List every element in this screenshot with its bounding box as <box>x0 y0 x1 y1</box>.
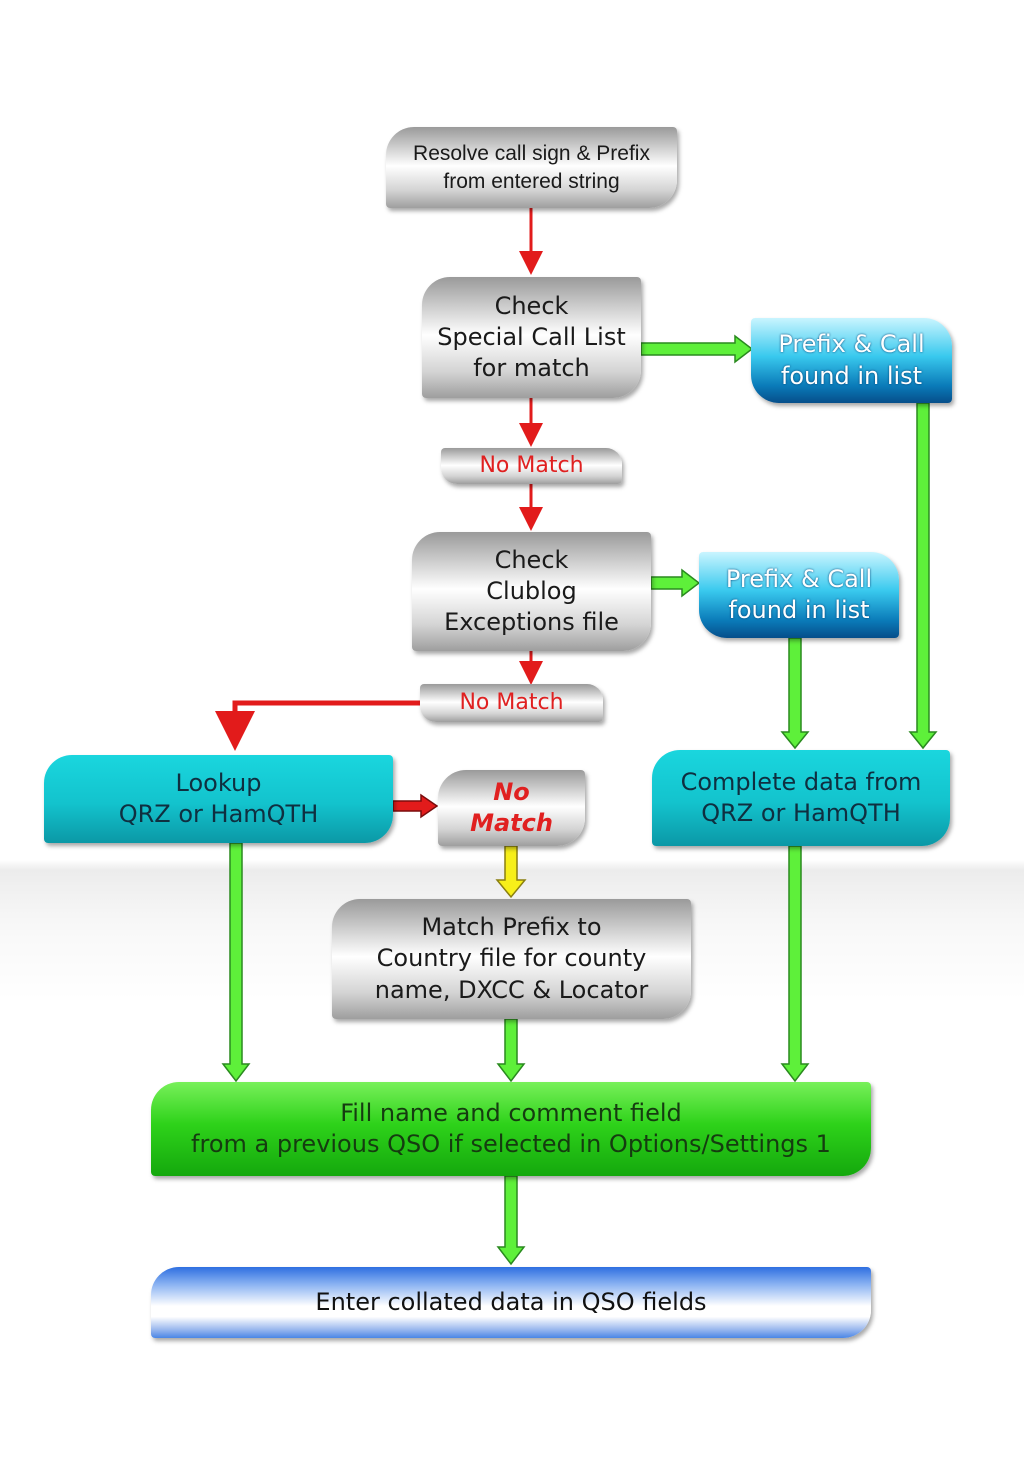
arrow-matchprefix-to-fill <box>496 1018 526 1083</box>
prefix-call-found-box-1: Prefix & Call found in list <box>751 318 952 403</box>
check-clublog-line-3: Exceptions file <box>444 608 619 637</box>
arrow-prefix2-to-complete <box>780 637 810 750</box>
complete-data-box: Complete data from QRZ or HamQTH <box>652 750 950 846</box>
no-match-label-2: No Match <box>420 684 603 722</box>
check-clublog-line-1: Check <box>494 545 569 574</box>
match-prefix-country-box: Match Prefix to Country file for county … <box>332 899 691 1019</box>
resolve-line-1: Resolve call sign & Prefix <box>413 142 650 166</box>
match-prefix-line-1: Match Prefix to <box>421 913 602 942</box>
arrow-lookup-to-fill <box>221 842 251 1083</box>
fill-name-line-1: Fill name and comment field <box>340 1098 682 1127</box>
arrow-lookup-to-nomatch <box>392 793 439 819</box>
check-special-line-3: for match <box>473 354 590 383</box>
arrow-prefix1-to-complete <box>908 402 938 750</box>
arrow-nomatch-to-lookup <box>215 700 420 751</box>
arrow-special-to-prefix1 <box>640 334 754 364</box>
lookup-line-2: QRZ or HamQTH <box>118 800 319 828</box>
complete-data-line-2: QRZ or HamQTH <box>701 799 901 827</box>
check-special-call-list-box: Check Special Call List for match <box>422 277 641 398</box>
prefix-call-1-line-1: Prefix & Call <box>778 330 925 359</box>
prefix-call-found-box-2: Prefix & Call found in list <box>699 552 899 638</box>
arrow-clublog-to-prefix2 <box>650 568 701 598</box>
check-special-line-1: Check <box>494 291 569 320</box>
no-match-1-text: No Match <box>479 452 584 478</box>
no-match-label-3: No Match <box>438 770 585 846</box>
no-match-3-line-1: No <box>493 777 530 806</box>
complete-data-line-1: Complete data from <box>680 767 922 796</box>
arrow-fill-to-enter <box>496 1175 526 1266</box>
lookup-line-1: Lookup <box>175 768 262 797</box>
match-prefix-line-3: name, DXCC & Locator <box>374 975 649 1004</box>
check-clublog-line-2: Clublog <box>486 576 577 605</box>
fill-name-line-2: from a previous QSO if selected in Optio… <box>191 1130 831 1158</box>
prefix-call-1-line-2: found in list <box>780 361 923 390</box>
lookup-qrz-hamqth-box: Lookup QRZ or HamQTH <box>44 755 393 843</box>
check-special-line-2: Special Call List <box>437 322 626 351</box>
prefix-call-2-line-2: found in list <box>728 596 870 624</box>
prefix-call-2-line-1: Prefix & Call <box>725 564 873 593</box>
arrow-nomatch-to-matchprefix <box>495 845 527 899</box>
no-match-label-1: No Match <box>441 448 622 484</box>
check-clublog-exceptions-box: Check Clublog Exceptions file <box>412 532 651 651</box>
enter-collated-text: Enter collated data in QSO fields <box>315 1287 707 1316</box>
fill-name-comment-box: Fill name and comment field from a previ… <box>151 1082 871 1176</box>
resolve-line-2: from entered string <box>443 169 620 193</box>
resolve-callsign-box: Resolve call sign & Prefix from entered … <box>386 127 677 208</box>
match-prefix-line-2: Country file for county <box>376 944 647 973</box>
no-match-3-line-2: Match <box>470 809 553 837</box>
no-match-2-text: No Match <box>459 689 564 715</box>
enter-collated-data-box: Enter collated data in QSO fields <box>151 1267 871 1338</box>
arrow-complete-to-fill <box>780 845 810 1083</box>
